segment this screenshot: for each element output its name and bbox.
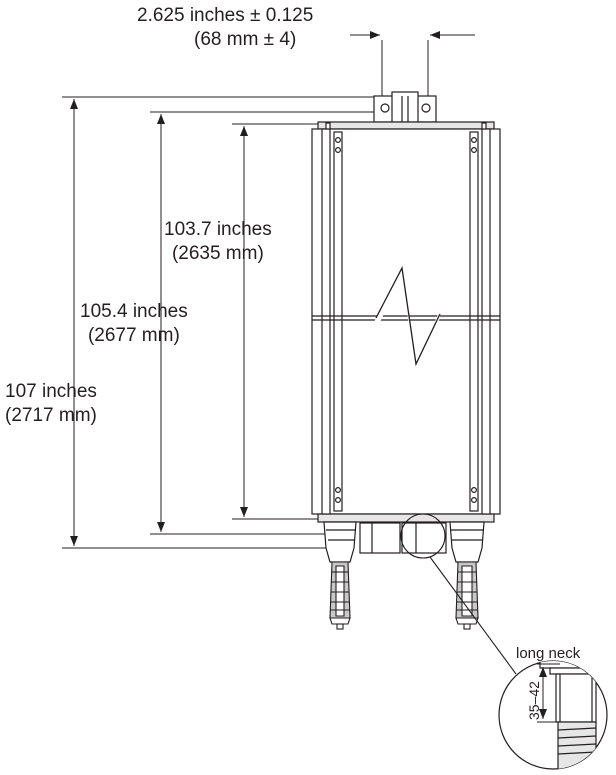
overall-height-mm: (2717 mm) [5,405,97,426]
bottom-connectors [323,521,485,563]
bracket-width-label: 2.625 inches ± 0.125 (68 mm ± 4) [137,4,313,52]
mid-height-inches: 105.4 inches [80,301,188,322]
break-symbol [374,265,441,372]
overall-height-label: 107 inches (2717 mm) [5,380,97,428]
detail-callout-marker [400,513,517,675]
enclosure-body [311,121,501,523]
extension-lines [62,40,429,549]
dimension-lines [70,31,475,546]
right-antenna [455,561,479,630]
mounting-bracket [373,91,437,123]
bracket-width-mm: (68 mm ± 4) [194,29,297,50]
long-neck-range: 35–42 [526,681,542,720]
overall-height-inches: 107 inches [5,381,97,402]
left-antenna [329,561,351,630]
body-height-label: 103.7 inches (2635 mm) [164,218,272,266]
mid-height-mm: (2677 mm) [87,325,180,346]
long-neck-title: long neck [516,645,581,662]
body-height-mm: (2635 mm) [171,243,264,264]
mid-height-label: 105.4 inches (2677 mm) [80,300,188,348]
bracket-width-inches: 2.625 inches ± 0.125 [137,5,314,26]
body-height-inches: 103.7 inches [164,219,272,240]
long-neck-detail [498,660,608,770]
